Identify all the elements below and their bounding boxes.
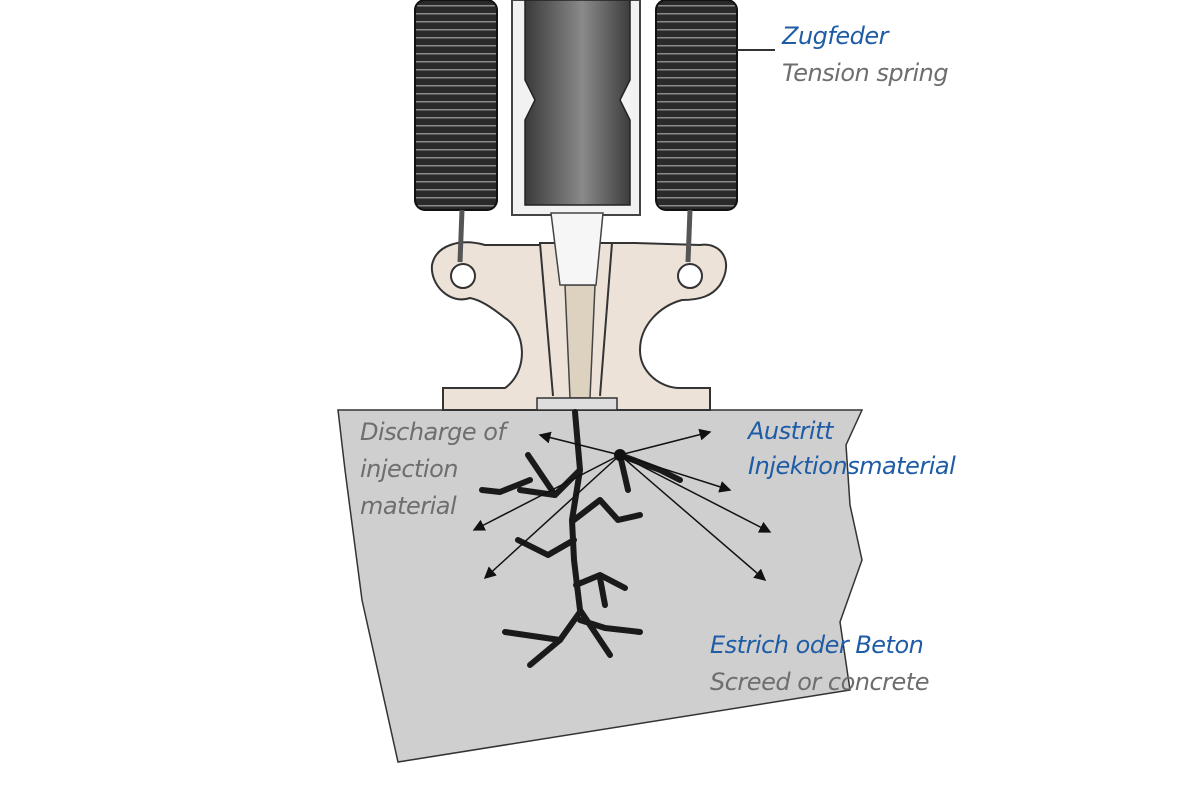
substrate-label-en: Screed or concrete [710, 668, 929, 696]
substrate-label-de: Estrich oder Beton [710, 631, 924, 659]
injection-channel [564, 284, 596, 399]
spring-hooks [457, 209, 693, 263]
left-hook-eye [450, 263, 476, 289]
nozzle [550, 212, 604, 286]
substrate-label: Estrich oder Beton Screed or concrete [710, 627, 929, 701]
cartridge-piston [524, 0, 631, 206]
left-tension-spring [414, 0, 498, 211]
discharge-line-1: Discharge of [360, 418, 506, 446]
right-hook-eye [677, 263, 703, 289]
discharge-line-3: material [360, 492, 457, 520]
injection-point [614, 449, 626, 461]
austritt-line-2: Injektionsmaterial [748, 452, 956, 480]
spring-label-de: Zugfeder [782, 22, 888, 50]
discharge-label: Discharge of injection material [360, 414, 506, 525]
austritt-line-1: Austritt [748, 417, 833, 445]
spring-label: Zugfeder Tension spring [782, 18, 949, 92]
right-tension-spring [655, 0, 738, 211]
discharge-arrows [472, 428, 772, 581]
discharge-line-2: injection [360, 455, 458, 483]
spring-label-en: Tension spring [782, 59, 949, 87]
austritt-label: Austritt Injektionsmaterial [748, 414, 956, 484]
packer-seat [536, 397, 618, 411]
